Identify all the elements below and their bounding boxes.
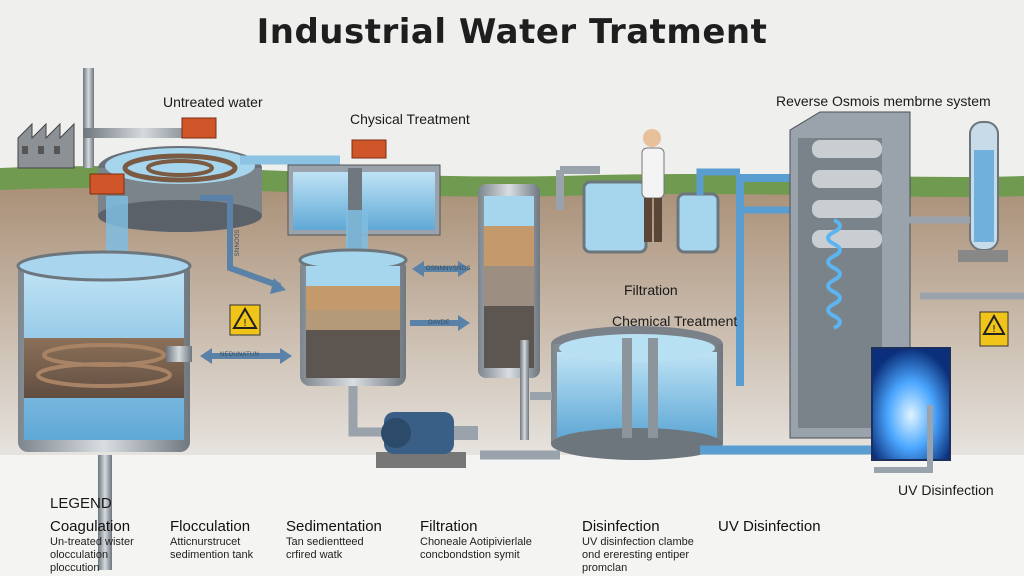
arrow-tag-right-2: OAVDE [428,320,450,326]
intake-pipe [83,68,203,570]
sedimentation-tank [298,248,470,437]
label-reverse-osmosis: Reverse Osmois membrne system [776,93,991,109]
label-untreated-water: Untreated water [163,94,263,110]
svg-text:!: ! [243,318,247,329]
blue-process-pipes [480,168,880,460]
chemical-treatment-basin [551,326,723,460]
chemical-dosing-tanks [556,166,720,254]
legend-item-coagulation: Coagulation [50,518,131,535]
filtration-column [478,184,540,440]
technician-figure [641,129,665,242]
valve-top-2 [89,173,125,195]
label-filtration: Filtration [624,282,678,298]
warning-sign-icon-2: ! [979,311,1009,347]
legend-item-flocculation: Flocculation [170,518,251,535]
valve-top-1 [181,117,217,139]
label-uv-disinfection: UV Disinfection [898,482,994,498]
legend-item-filtration: Filtration [420,518,478,535]
legend-title: LEGEND [50,495,112,512]
warning-sign-icon: ! [229,304,261,336]
uv-lamp-icon [871,347,951,473]
pump-motor-icon [376,412,478,468]
svg-text:!: ! [992,324,996,335]
valve-top-3 [351,139,387,159]
label-chysical-treatment: Chysical Treatment [350,111,470,127]
arrow-tag-left: NEDUNATUN [220,352,260,358]
arrow-tag-down: SDONNS [232,229,239,257]
legend-item-uv-disinfection: UV Disinfection [718,518,821,535]
product-water-tank [900,121,1024,300]
legend-item-disinfection: Disinfection [582,518,660,535]
flow-arrows [200,195,470,364]
label-chemical-treatment: Chemical Treatment [612,313,738,329]
factory-icon [17,122,75,169]
arrow-tag-right-1: OSNNNVSNOS [426,266,471,272]
flocculation-tank [16,250,192,452]
physical-treatment-tank [240,155,441,290]
legend-item-sedimentation: Sedimentation [286,518,382,535]
page-title: Industrial Water Tratment [256,12,768,52]
